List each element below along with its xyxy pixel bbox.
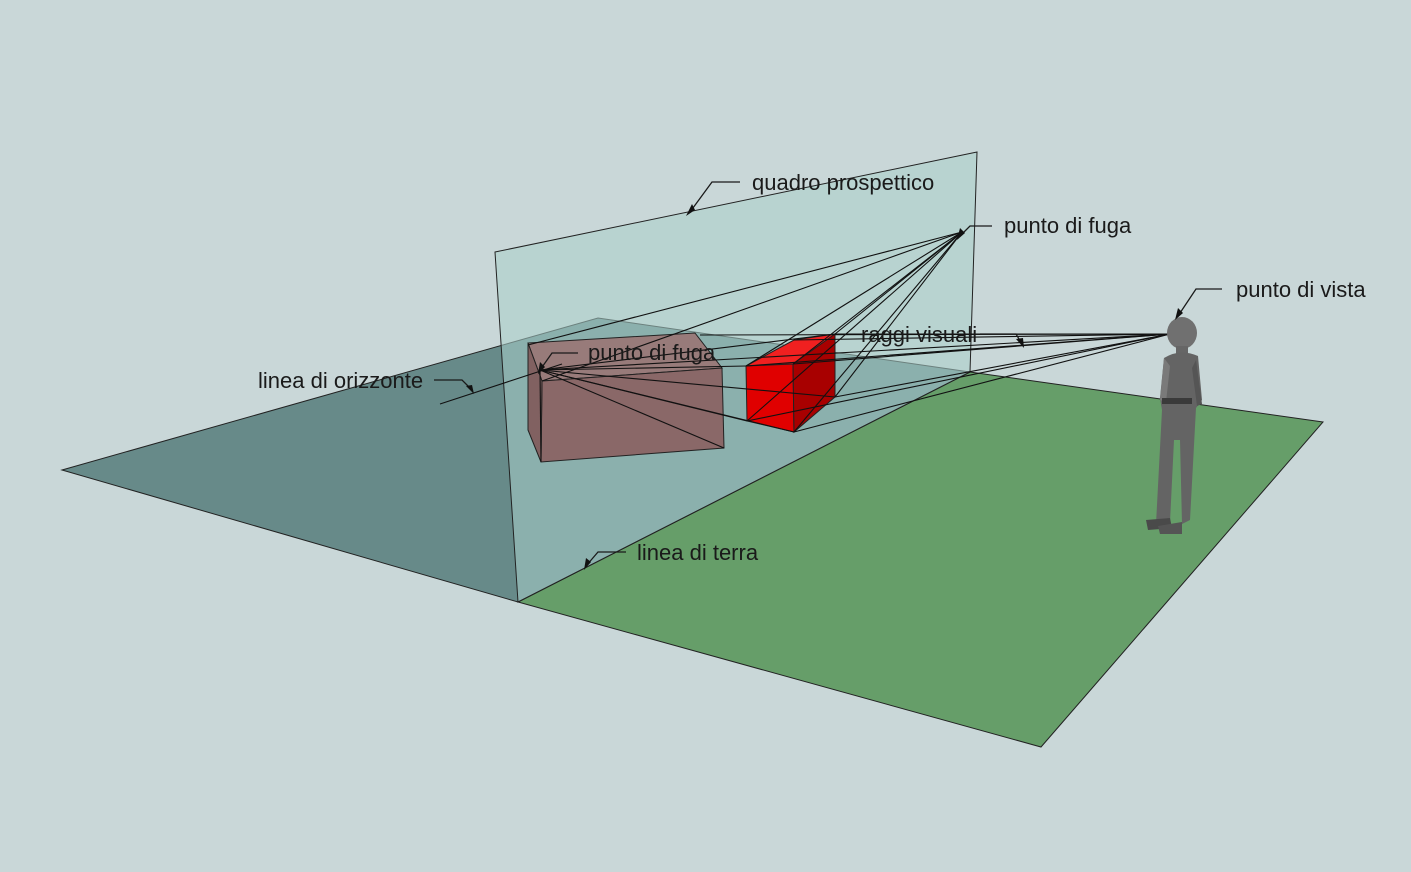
horizon-line-label: linea di orizzonte (258, 368, 423, 393)
horizon-line-arrow (466, 385, 474, 394)
vanishing-point-horizon-leader (539, 352, 578, 371)
visual-rays-arrow (1016, 338, 1024, 348)
vanishing-point-horizon-label: punto di fuga (588, 340, 716, 365)
viewpoint-arrow (1175, 308, 1183, 320)
ground-line-label: linea di terra (637, 540, 759, 565)
visual-rays-label: raggi visuali (861, 322, 977, 347)
vanishing-lines-horizon (539, 333, 836, 463)
red-box (745, 333, 836, 434)
viewpoint-label: punto di vista (1236, 277, 1366, 302)
picture-plane-leader (689, 181, 740, 213)
ground-line-arrow (584, 558, 591, 570)
picture-plane-arrow (686, 204, 695, 216)
vanishing-point-horizon-arrow (538, 362, 545, 374)
vanishing-point-upper-arrow (957, 228, 965, 240)
vanishing-lines-upper (527, 231, 963, 433)
picture-plane-label: quadro prospettico (752, 170, 934, 195)
viewpoint-leader (1177, 288, 1222, 317)
person-figure (1146, 317, 1202, 534)
vanishing-point-upper-label: punto di fuga (1004, 213, 1132, 238)
